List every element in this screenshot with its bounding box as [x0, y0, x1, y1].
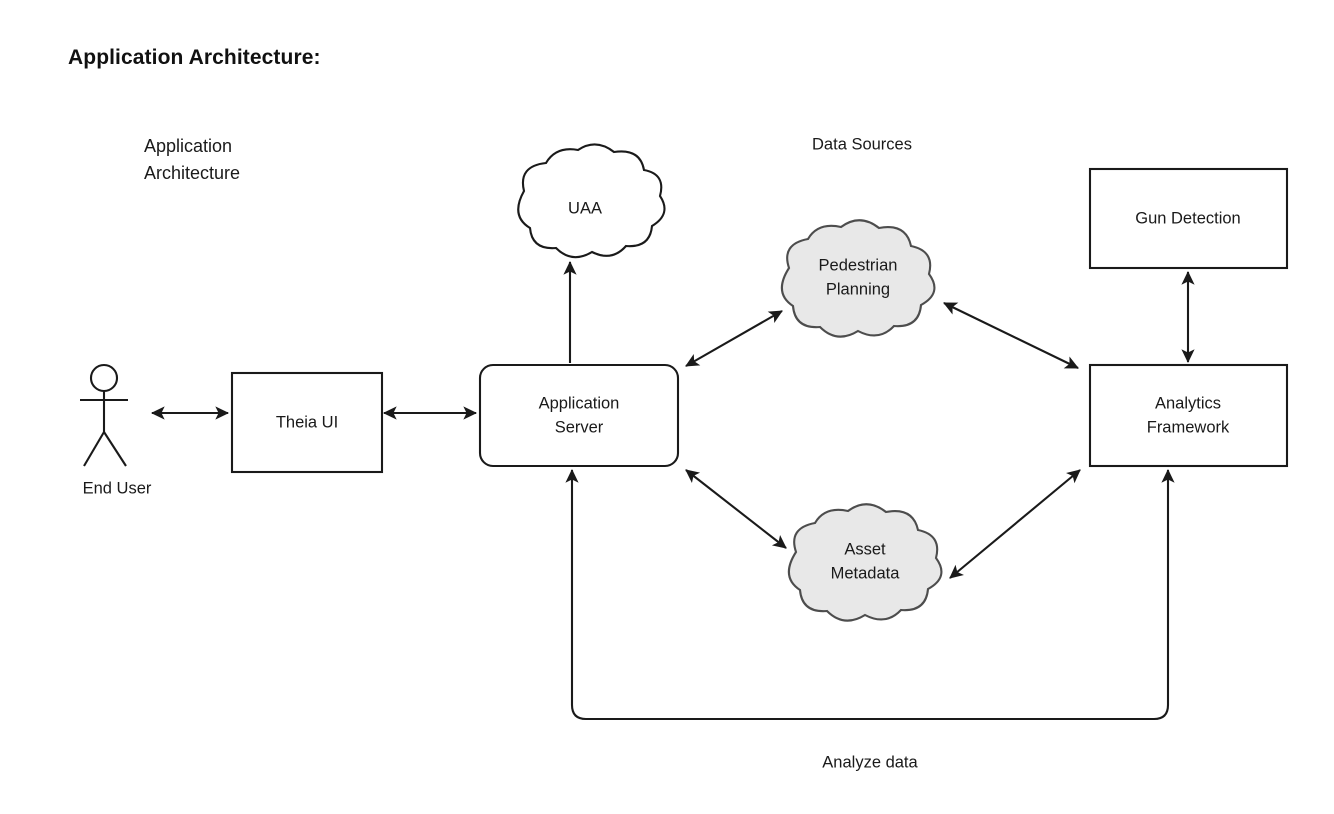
asset-metadata-cloud-shape [787, 503, 943, 622]
actor-end-user[interactable]: End User [80, 363, 152, 497]
analytics-framework-label-line1: Analytics [1155, 394, 1221, 412]
actor-label: End User [83, 479, 152, 497]
node-asset-metadata[interactable]: Asset Metadata [787, 503, 943, 622]
application-server-label-line2: Server [555, 418, 604, 436]
page-title: Application Architecture: [68, 46, 321, 69]
stick-figure-left-leg-icon [83, 431, 105, 467]
application-server-box [478, 363, 680, 468]
asset-metadata-label-line1: Asset [844, 540, 886, 558]
node-uaa[interactable]: UAA [517, 143, 666, 259]
analytics-framework-box [1088, 363, 1289, 468]
gun-detection-label: Gun Detection [1135, 209, 1240, 227]
diagram-title-line2: Architecture [144, 163, 240, 183]
stick-figure-right-leg-icon [103, 431, 127, 467]
node-pedestrian-planning[interactable]: Pedestrian Planning [780, 219, 936, 338]
edge-analyze-data-feedback-loop [565, 468, 1175, 721]
data-sources-label: Data Sources [812, 135, 912, 153]
edge-pedestrian-planning-analytics-framework [943, 302, 1079, 369]
uaa-label: UAA [568, 199, 602, 217]
theia-ui-box [230, 371, 384, 474]
application-server-label-line1: Application [539, 394, 620, 412]
edge-application-server-asset-metadata [685, 469, 787, 549]
node-theia-ui[interactable]: Theia UI [230, 371, 384, 474]
node-analytics-framework[interactable]: Analytics Framework [1088, 363, 1289, 468]
diagram-title-line1: Application [144, 136, 232, 156]
node-gun-detection[interactable]: Gun Detection [1088, 167, 1289, 270]
node-application-server[interactable]: Application Server [478, 363, 680, 468]
pedestrian-planning-label-line2: Planning [826, 280, 890, 298]
pedestrian-planning-cloud-shape [780, 219, 936, 338]
analyze-data-label: Analyze data [822, 753, 918, 771]
edge-application-server-pedestrian-planning [685, 310, 783, 367]
theia-ui-label: Theia UI [276, 413, 338, 431]
stick-figure-head-icon [89, 363, 119, 393]
pedestrian-planning-label-line1: Pedestrian [819, 256, 898, 274]
edge-asset-metadata-analytics-framework [949, 469, 1081, 579]
asset-metadata-label-line2: Metadata [831, 564, 901, 582]
gun-detection-box [1088, 167, 1289, 270]
uaa-cloud-shape [517, 143, 666, 259]
analytics-framework-label-line2: Framework [1147, 418, 1230, 436]
